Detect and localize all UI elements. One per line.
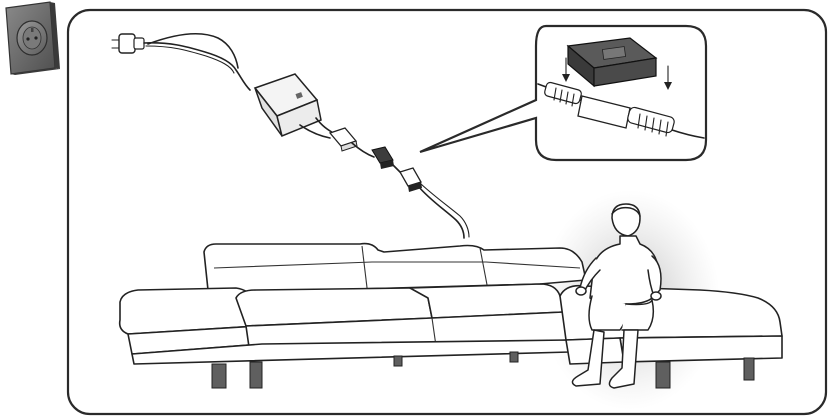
sofa-leg (250, 362, 262, 388)
sofa-leg (744, 358, 754, 380)
sofa-leg (510, 352, 518, 362)
sofa-leg (212, 364, 226, 388)
sofa-leg (656, 362, 670, 388)
wall-socket-icon (6, 2, 60, 75)
sofa-leg (394, 356, 402, 366)
